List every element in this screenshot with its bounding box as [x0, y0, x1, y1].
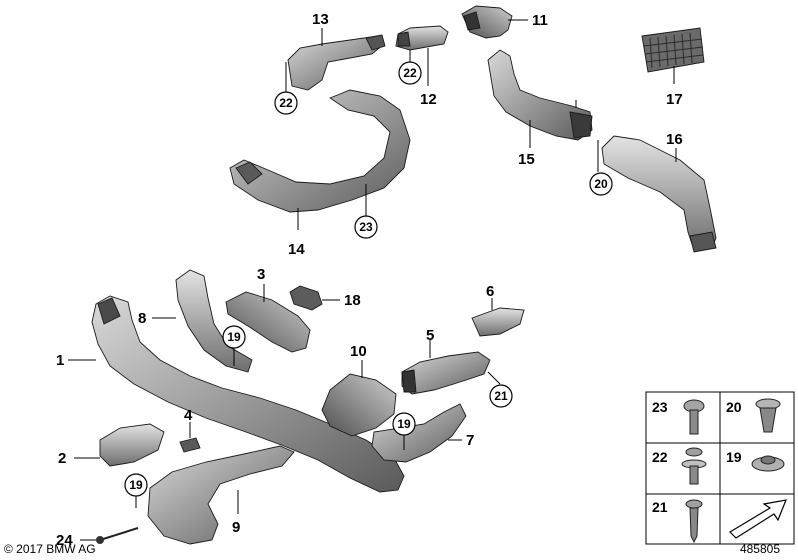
screw-21-icon [685, 499, 703, 544]
callout-11: 11 [532, 12, 548, 29]
callout-12: 12 [420, 91, 437, 108]
callout-3: 3 [257, 266, 265, 283]
part-12-duct [395, 25, 449, 51]
part-14-duct [229, 89, 411, 213]
fastener-legend: 23 20 22 19 21 [645, 391, 795, 545]
part-18-sensor [289, 285, 323, 311]
circled-callout-22b: 22 [398, 61, 422, 85]
legend-19: 19 [726, 449, 742, 465]
circled-callout-19a: 19 [222, 325, 246, 349]
svg-text:20: 20 [594, 177, 608, 191]
part-3-duct [225, 291, 311, 353]
callout-10: 10 [350, 343, 367, 360]
svg-text:22: 22 [403, 66, 417, 80]
callout-5: 5 [426, 327, 434, 344]
part-24-screw [96, 527, 139, 544]
callout-16: 16 [666, 131, 683, 148]
legend-20: 20 [726, 399, 742, 415]
callout-14: 14 [288, 241, 305, 258]
part-13-duct [287, 34, 386, 91]
circled-callout-19c: 19 [124, 473, 148, 497]
clip-22-icon [681, 447, 707, 485]
svg-text:19: 19 [129, 478, 143, 492]
callout-2: 2 [58, 450, 66, 467]
copyright-text: © 2017 BMW AG [4, 542, 96, 556]
circled-callout-19b: 19 [392, 412, 416, 436]
part-1-duct [91, 295, 405, 493]
svg-text:19: 19 [227, 330, 241, 344]
part-10-duct [321, 373, 397, 437]
callout-18: 18 [344, 292, 361, 309]
part-5-duct [401, 351, 491, 395]
callout-1: 1 [56, 352, 64, 369]
svg-text:21: 21 [494, 389, 508, 403]
callout-6: 6 [486, 283, 494, 300]
callout-8: 8 [138, 310, 146, 327]
callout-4: 4 [184, 407, 193, 424]
clip-20-icon [755, 398, 781, 433]
callout-17: 17 [666, 91, 683, 108]
part-11-connector [461, 5, 513, 39]
screw-23-icon [683, 399, 705, 435]
part-4-clip [179, 437, 201, 453]
part-16-duct [601, 135, 717, 253]
svg-text:23: 23 [359, 220, 373, 234]
callout-24: 24 [56, 532, 73, 549]
part-17-grille [641, 27, 705, 73]
nut-19-icon [751, 455, 785, 472]
direction-arrow-icon [729, 499, 787, 539]
svg-text:19: 19 [397, 417, 411, 431]
circled-callout-22a: 22 [274, 91, 298, 115]
circled-callout-21: 21 [489, 384, 513, 408]
legend-21: 21 [652, 499, 668, 515]
callout-13: 13 [312, 11, 329, 28]
diagram-id: 485805 [739, 542, 780, 556]
circled-callout-23: 23 [354, 215, 378, 239]
legend-22: 22 [652, 449, 668, 465]
part-8-duct [175, 269, 253, 373]
circled-callout-20: 20 [589, 172, 613, 196]
part-7-duct [371, 403, 467, 463]
legend-23: 23 [652, 399, 668, 415]
callout-9: 9 [232, 519, 240, 536]
part-9-duct [147, 445, 295, 545]
callout-15: 15 [518, 151, 535, 168]
svg-text:22: 22 [279, 96, 293, 110]
part-6-bracket [471, 307, 525, 337]
part-15-duct [487, 49, 593, 141]
part-2-duct [99, 423, 165, 467]
callout-7: 7 [466, 432, 474, 449]
